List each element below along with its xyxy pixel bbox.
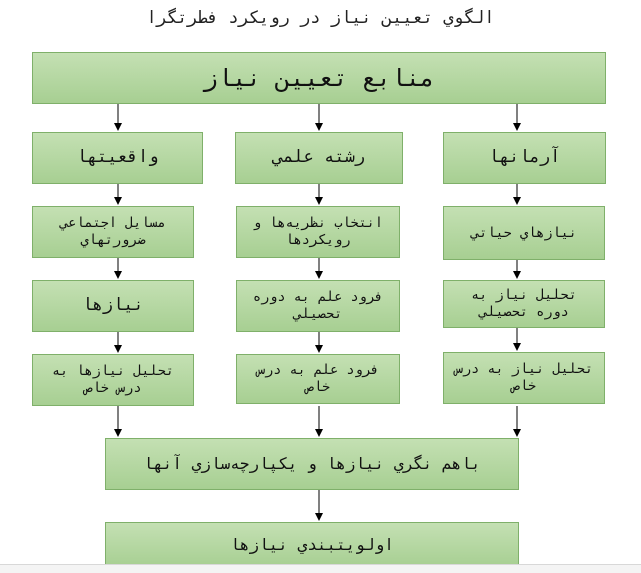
box-discipline-to-lesson: فرود علم به درس خاص (236, 354, 400, 404)
box-needs: نيازها (32, 280, 194, 332)
box-prioritization: اولويتبندي نيازها (105, 522, 519, 568)
page-bottom-edge (0, 564, 641, 573)
box-integration: باهم نگري نيازها و يكپارچه‌سازي آنها (105, 438, 519, 490)
box-ideals: آرمانها (443, 132, 606, 184)
box-sources: منابع تعيين نياز (32, 52, 606, 104)
box-vital-needs: نيازهاي حياتي (443, 206, 605, 260)
box-discipline: رشته علمي (235, 132, 403, 184)
box-theory-selection: انتخاب نظريه‌ها و رويكردها (236, 206, 400, 258)
box-needs-analysis-course: تحليل نياز به دوره تحصيلي (443, 280, 605, 328)
box-needs-analysis-lesson-left: تحليل نيازها به درس خاص (32, 354, 194, 406)
box-social-issues: مسايل اجتماعي ضرورتهاي (32, 206, 194, 258)
box-discipline-to-course: فرود علم به دوره تحصيلي (236, 280, 400, 332)
diagram-title: الگوي تعيين نياز در رويكرد فطرتگرا (146, 8, 495, 28)
box-needs-analysis-lesson-right: تحليل نياز به درس خاص (443, 352, 605, 404)
box-realities: واقعيتها (32, 132, 203, 184)
